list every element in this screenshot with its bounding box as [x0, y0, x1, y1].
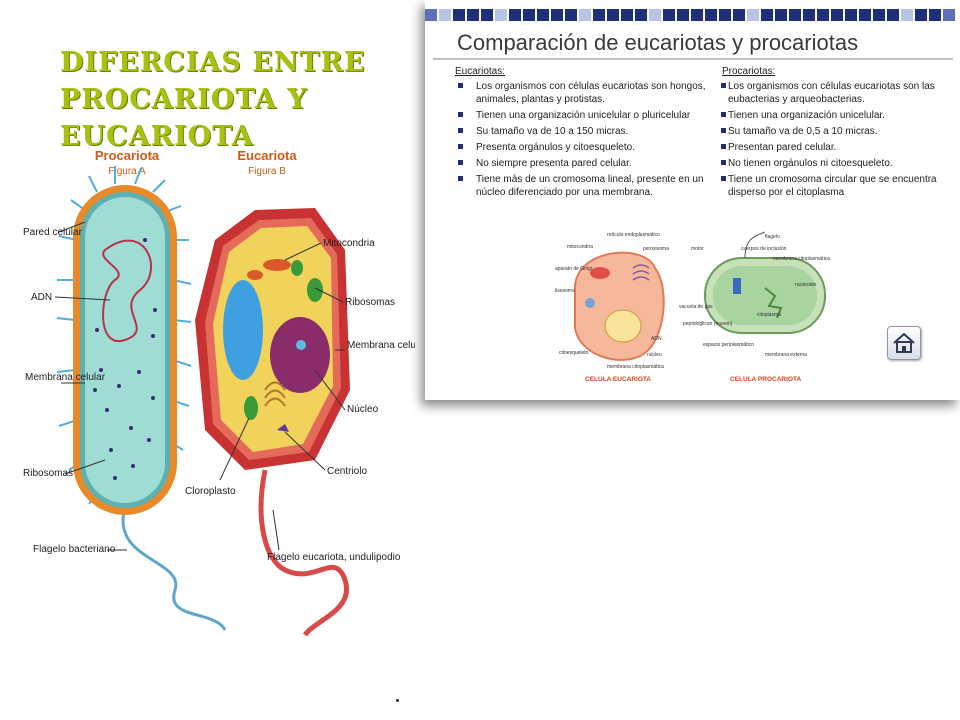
list-item: No siempre presenta pared celular. [455, 157, 720, 170]
mini-label: espacio periplasmático [703, 342, 754, 348]
mini-label: membrana citoplasmática [607, 364, 664, 370]
prokaryote-subtitle: Figura A [108, 166, 146, 177]
eukaryotes-heading: Eucariotas: [455, 66, 506, 77]
mini-label: lisosoma [555, 288, 575, 294]
mini-label: peroxisoma [643, 246, 669, 252]
prokaryote-title: Procariota [95, 148, 160, 163]
eukaryote-mitochondria [247, 259, 291, 280]
cells-illustration: Procariota Figura A Eucariota Figura B [23, 148, 415, 637]
home-button[interactable] [887, 326, 921, 360]
mini-label: membrana externa [765, 352, 807, 358]
slide-title: Difercias entre procariota y eucariota [60, 47, 366, 152]
label-flagelo-bacteriano: Flagelo bacteriano [33, 544, 116, 555]
prokaryote-dna [102, 239, 152, 343]
eukaryote-nucleus [270, 317, 330, 393]
callout-lines [54, 221, 346, 551]
list-item: Los organismos con células eucariotas so… [455, 80, 720, 106]
label-adn: ADN [31, 292, 52, 303]
list-item: Presentan pared celular. [721, 141, 947, 154]
mini-label: membrana citoplasmática [773, 256, 830, 262]
list-item: Tienen una organización unicelular. [721, 109, 947, 122]
list-item: No tienen orgánulos ni citoesqueleto. [721, 157, 947, 170]
list-item: Su tamaño va de 0,5 a 10 micras. [721, 125, 947, 138]
list-item: Tienen una organización unicelular o plu… [455, 109, 720, 122]
mini-label: flagelo [765, 234, 780, 240]
eukaryotes-column: Eucariotas: Los organismos con células e… [455, 66, 720, 202]
list-item: Presenta orgánulos y citoesqueleto. [455, 141, 720, 154]
eukaryote-centriole [277, 424, 289, 432]
label-membrana-celular-b: Membrana celular [347, 340, 415, 351]
label-flagelo-eucariota: Flagelo eucariota, undulipodio [267, 552, 401, 563]
label-ribosomas-b: Ribosomas [345, 297, 395, 308]
mini-prokaryote-caption: CELULA PROCARIOTA [730, 376, 801, 383]
label-mitocondria: Mitocondria [323, 238, 375, 249]
eukaryote-vacuole [223, 280, 263, 380]
label-membrana-celular-a: Membrana celular [25, 372, 106, 383]
label-pared-celular: Pared celular [23, 227, 83, 238]
prokaryote-ribosomes [93, 238, 157, 480]
home-icon [893, 332, 915, 353]
mini-eukaryote-cell [574, 251, 665, 361]
prokaryotes-column: Procariotas: Los organismos con células … [721, 66, 947, 202]
panel-title: Comparación de eucariotas y procariotas [457, 30, 859, 55]
list-item: Los organismos con células eucariotas so… [721, 80, 947, 106]
mini-label: cuerpos de inclusión [741, 246, 787, 252]
list-item: Tiene un cromosoma circular que se encue… [721, 173, 947, 199]
bacterial-flagellum [121, 507, 227, 631]
eukaryote-title: Eucariota [237, 148, 297, 163]
mini-eukaryote-caption: CELULA EUCARIOTA [585, 376, 651, 383]
eukaryote-golgi [264, 381, 286, 407]
prokaryote-cytoplasm [85, 197, 165, 503]
label-nucleo: Núcleo [347, 404, 379, 415]
label-centriolo: Centriolo [327, 466, 367, 477]
decorative-squares [425, 8, 955, 22]
mini-label: citoesqueleto [559, 350, 589, 356]
mini-label: retículo endoplasmático [607, 232, 660, 238]
comparison-panel: Comparación de eucariotas y procariotas … [425, 0, 960, 400]
mini-label: peptidoglican (murein) [683, 321, 733, 327]
mini-label: vacuola de gas [679, 304, 713, 310]
prokaryotes-list: Los organismos con células eucariotas so… [721, 80, 947, 199]
list-item: Su tamaño va de 10 a 150 micras. [455, 125, 720, 138]
mini-label: motor [691, 246, 704, 252]
eukaryotes-list: Los organismos con células eucariotas so… [455, 80, 720, 199]
list-item: Tiene más de un cromosoma lineal, presen… [455, 173, 720, 199]
mini-label: mitocondria [567, 244, 593, 250]
title-divider [433, 58, 953, 60]
eukaryote-chloroplasts [244, 260, 323, 420]
label-ribosomas-a: Ribosomas [23, 468, 73, 479]
mini-cells-figure: retículo endoplasmático mitocondria pero… [555, 231, 830, 383]
mini-label: citoplasma [757, 312, 781, 318]
prokaryotes-heading: Procariotas: [722, 66, 776, 77]
mini-label: aparato de Golgi [555, 266, 592, 272]
stray-dot [396, 699, 399, 702]
eukaryote-flagellum [258, 469, 350, 637]
mini-label: núcleo [647, 352, 662, 358]
mini-label: ADN [651, 336, 662, 342]
eukaryote-subtitle: Figura B [248, 166, 286, 177]
label-cloroplasto: Cloroplasto [185, 486, 236, 497]
mini-label: nucleoide [795, 282, 817, 288]
